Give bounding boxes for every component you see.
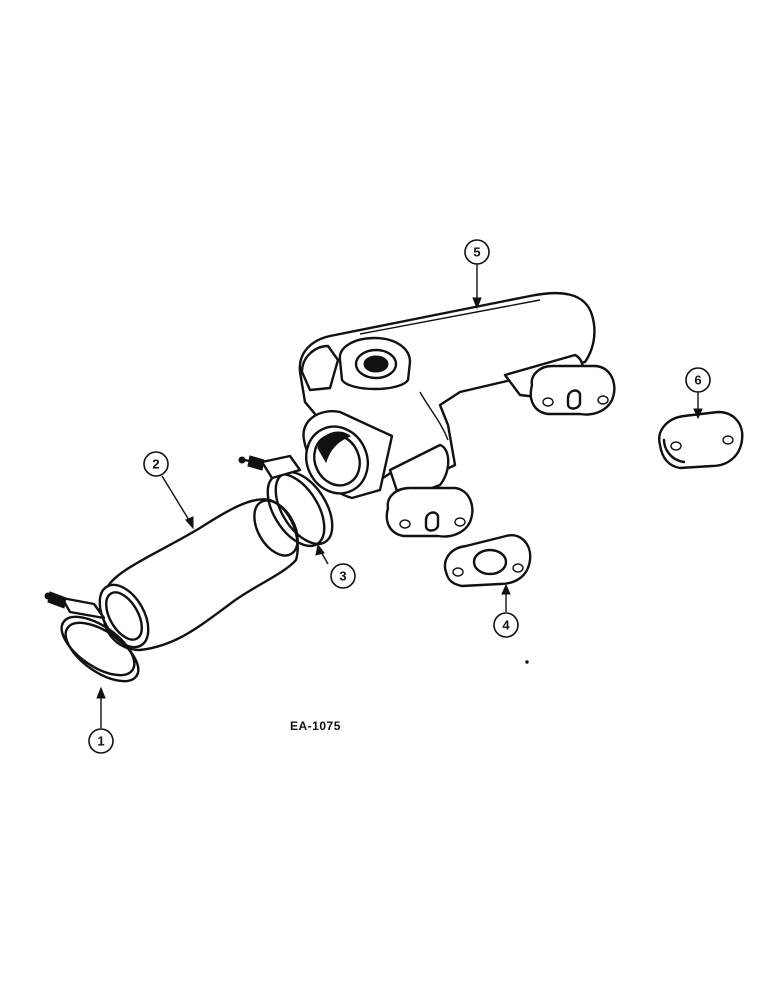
part-4-gasket xyxy=(443,534,532,588)
callout-5-label: 5 xyxy=(473,245,480,260)
callout-5: 5 xyxy=(464,239,490,265)
callout-6-label: 6 xyxy=(694,373,701,388)
part-5-manifold xyxy=(298,291,616,538)
part-1-clamp xyxy=(44,591,140,683)
callout-1-label: 1 xyxy=(97,734,104,749)
callout-4-label: 4 xyxy=(502,618,510,633)
leader-lines xyxy=(96,264,703,728)
callout-1: 1 xyxy=(88,728,114,754)
callout-2: 2 xyxy=(143,451,169,477)
part-3-clamp xyxy=(238,454,334,548)
callout-3-label: 3 xyxy=(339,569,346,584)
callout-3: 3 xyxy=(330,563,356,589)
speck xyxy=(525,660,529,664)
callout-6: 6 xyxy=(685,367,711,393)
part-6-cover-plate xyxy=(658,410,744,470)
callout-2-label: 2 xyxy=(152,457,159,472)
figure-code: EA-1075 xyxy=(290,719,341,733)
callout-4: 4 xyxy=(493,612,519,638)
